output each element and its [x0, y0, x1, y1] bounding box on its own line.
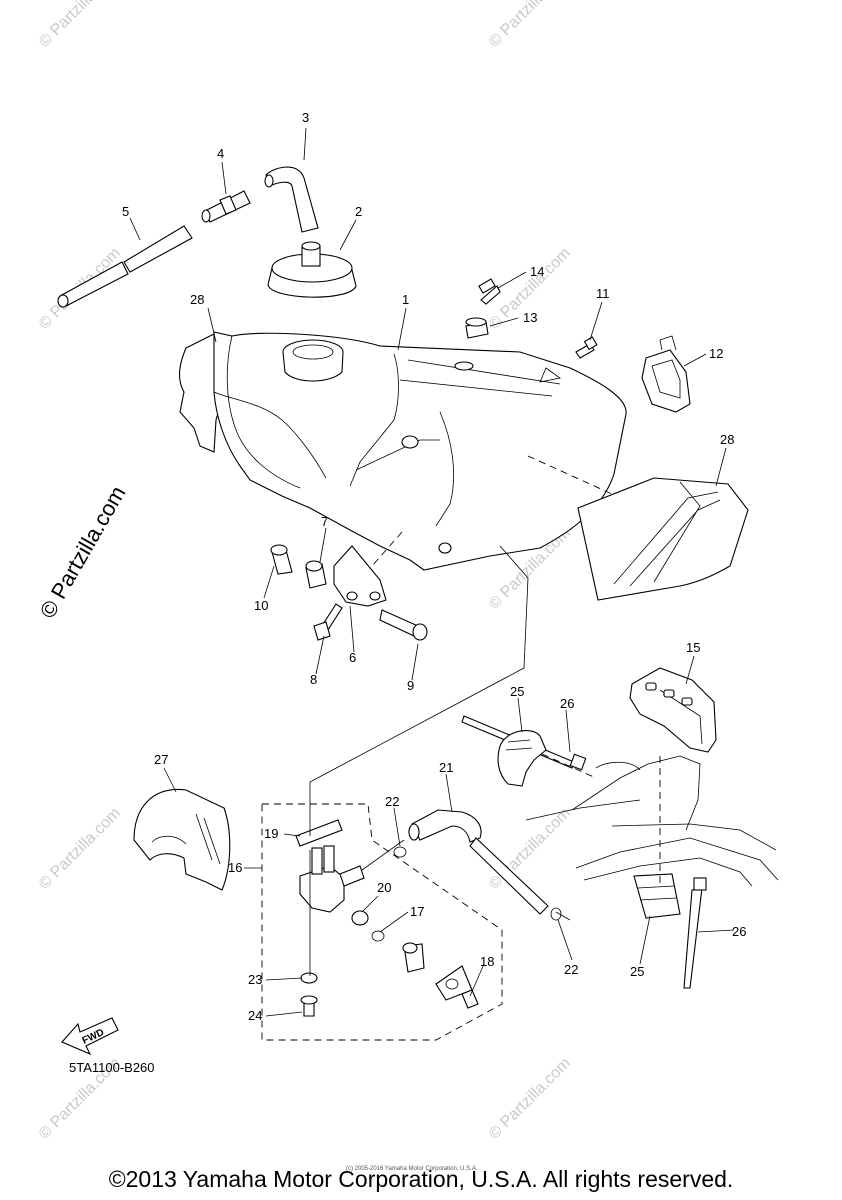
- callout-5: 5: [122, 204, 129, 219]
- part-17-o-ring: [371, 930, 385, 942]
- callout-25: 25: [510, 684, 524, 699]
- part-22-clip-lower: [550, 907, 562, 921]
- callout-23: 23: [248, 972, 262, 987]
- part-28-side-cover-right: [577, 477, 749, 601]
- callout-25-lower: 25: [630, 964, 644, 979]
- callout-22-lower: 22: [564, 962, 578, 977]
- part-5-hose: [57, 225, 193, 308]
- part-27-protector: [133, 788, 231, 891]
- part-15-guard: [629, 667, 717, 753]
- part-12-clip: [641, 335, 691, 413]
- tiny-copyright: (c) 2005-2016 Yamaha Motor Corporation, …: [346, 1166, 478, 1172]
- watermark-tile: © Partzilla.com: [36, 0, 124, 51]
- callout-26-lower: 26: [732, 924, 746, 939]
- callout-10: 10: [254, 598, 268, 613]
- part-16-fuel-cock: [299, 845, 365, 913]
- part-23-washer: [300, 972, 318, 984]
- callout-11: 11: [596, 286, 610, 301]
- callout-16: 16: [228, 860, 242, 875]
- callout-7: 7: [321, 514, 328, 529]
- watermark-tile: © Partzilla.com: [486, 805, 574, 893]
- part-10-bolt: [270, 544, 293, 575]
- part-8-bolt: [313, 603, 343, 641]
- part-2-fuel-cap: [267, 241, 357, 298]
- part-11-bolt: [575, 336, 598, 359]
- part-26-cable-tie-lower: [683, 877, 707, 989]
- callout-15: 15: [686, 640, 700, 655]
- callout-6: 6: [349, 650, 356, 665]
- callout-8: 8: [310, 672, 317, 687]
- part-24-bolt: [300, 995, 318, 1017]
- part-3-breather-hose: [264, 166, 319, 233]
- frame-section: [525, 755, 779, 887]
- part-18-screw: [461, 989, 479, 1009]
- callout-19: 19: [264, 826, 278, 841]
- partzilla-watermark: © Partzilla.com: [35, 482, 131, 623]
- callout-12: 12: [709, 346, 723, 361]
- watermark-tile: © Partzilla.com: [486, 0, 574, 51]
- part-1-fuel-tank: [213, 331, 627, 571]
- callout-24: 24: [248, 1008, 262, 1023]
- callout-18: 18: [480, 954, 494, 969]
- part-20-seal: [351, 910, 369, 926]
- callout-28: 28: [190, 292, 204, 307]
- part-4-breather-valve: [201, 190, 251, 223]
- watermark-tiles: © Partzilla.com © Partzilla.com © Partzi…: [36, 0, 574, 1143]
- callout-27: 27: [154, 752, 168, 767]
- watermark-tile: © Partzilla.com: [486, 1055, 574, 1143]
- callout-26: 26: [560, 696, 574, 711]
- part-25-band-lower: [633, 873, 681, 919]
- callout-20: 20: [377, 880, 391, 895]
- part-16-fuel-cock-outline: [261, 803, 503, 1041]
- callout-9: 9: [407, 678, 414, 693]
- part-25-band-upper: [497, 730, 547, 787]
- part-19-gasket: [295, 819, 343, 847]
- callout-13: 13: [523, 310, 537, 325]
- part-14-bolt: [478, 278, 501, 305]
- callout-4: 4: [217, 146, 224, 161]
- callout-14: 14: [530, 264, 544, 279]
- diagram-reference-code: 5TA1100-B260: [69, 1060, 155, 1075]
- callout-2: 2: [355, 204, 362, 219]
- part-9-bolt: [379, 609, 428, 641]
- part-21-fuel-hose: [408, 809, 549, 915]
- part-6-bracket: [333, 545, 387, 607]
- parts-drawing: FWD: [57, 127, 779, 1056]
- copyright-footer: ©2013 Yamaha Motor Corporation, U.S.A. A…: [108, 1166, 734, 1192]
- callout-28-right: 28: [720, 432, 734, 447]
- callout-22: 22: [385, 794, 399, 809]
- callout-3: 3: [302, 110, 309, 125]
- part-7-collar: [305, 560, 327, 589]
- fwd-arrow-icon: FWD: [61, 1017, 119, 1056]
- callout-17: 17: [410, 904, 424, 919]
- callout-1: 1: [402, 292, 409, 307]
- part-fuel-cock-lever: [402, 942, 425, 973]
- part-13-grommet: [465, 317, 489, 339]
- part-22-clip-upper: [393, 846, 407, 858]
- callout-labels: 1 2 3 4 5 6 7 8 9 10 11 12 13 14 15 16 1…: [122, 110, 746, 1023]
- callout-21: 21: [439, 760, 453, 775]
- watermark-tile: © Partzilla.com: [36, 805, 124, 893]
